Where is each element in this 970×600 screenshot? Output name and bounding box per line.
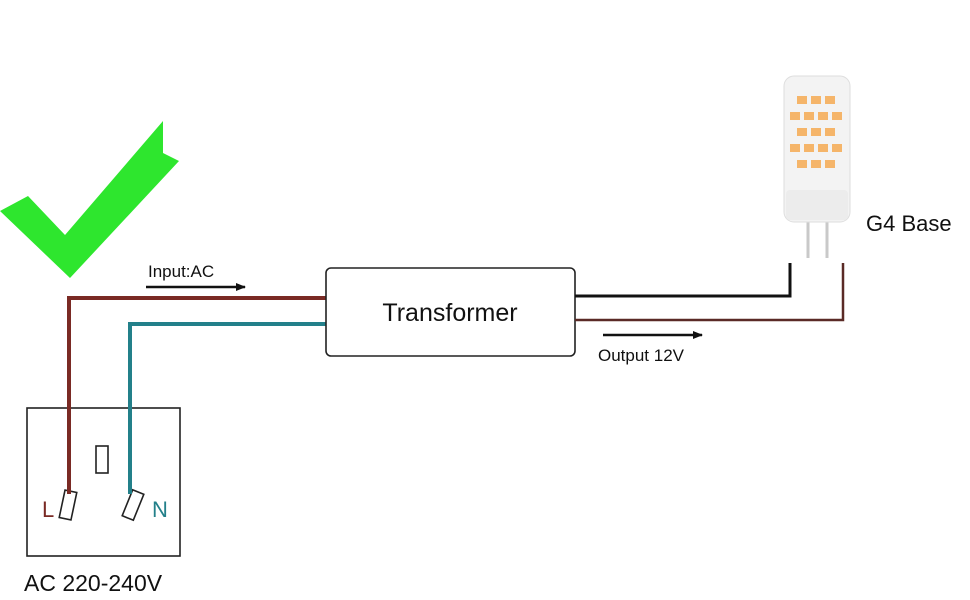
transformer-box bbox=[325, 267, 576, 357]
neutral-terminal-label: N bbox=[152, 497, 168, 522]
socket-supply-label: AC 220-240V bbox=[24, 570, 163, 596]
live-terminal-label: L bbox=[42, 497, 54, 522]
output-positive-wire bbox=[575, 263, 792, 298]
transformer-label: Transformer bbox=[382, 299, 517, 327]
g4-led-bulb-icon bbox=[783, 75, 851, 258]
output-negative-wire bbox=[575, 263, 845, 322]
live-wire bbox=[67, 296, 326, 494]
neutral-wire bbox=[128, 322, 326, 494]
bulb-label: G4 Base bbox=[866, 211, 952, 236]
output-label: Output 12V bbox=[598, 346, 685, 365]
wall-socket-icon bbox=[26, 407, 181, 557]
input-label: Input:AC bbox=[148, 262, 214, 281]
check-icon bbox=[0, 121, 179, 278]
